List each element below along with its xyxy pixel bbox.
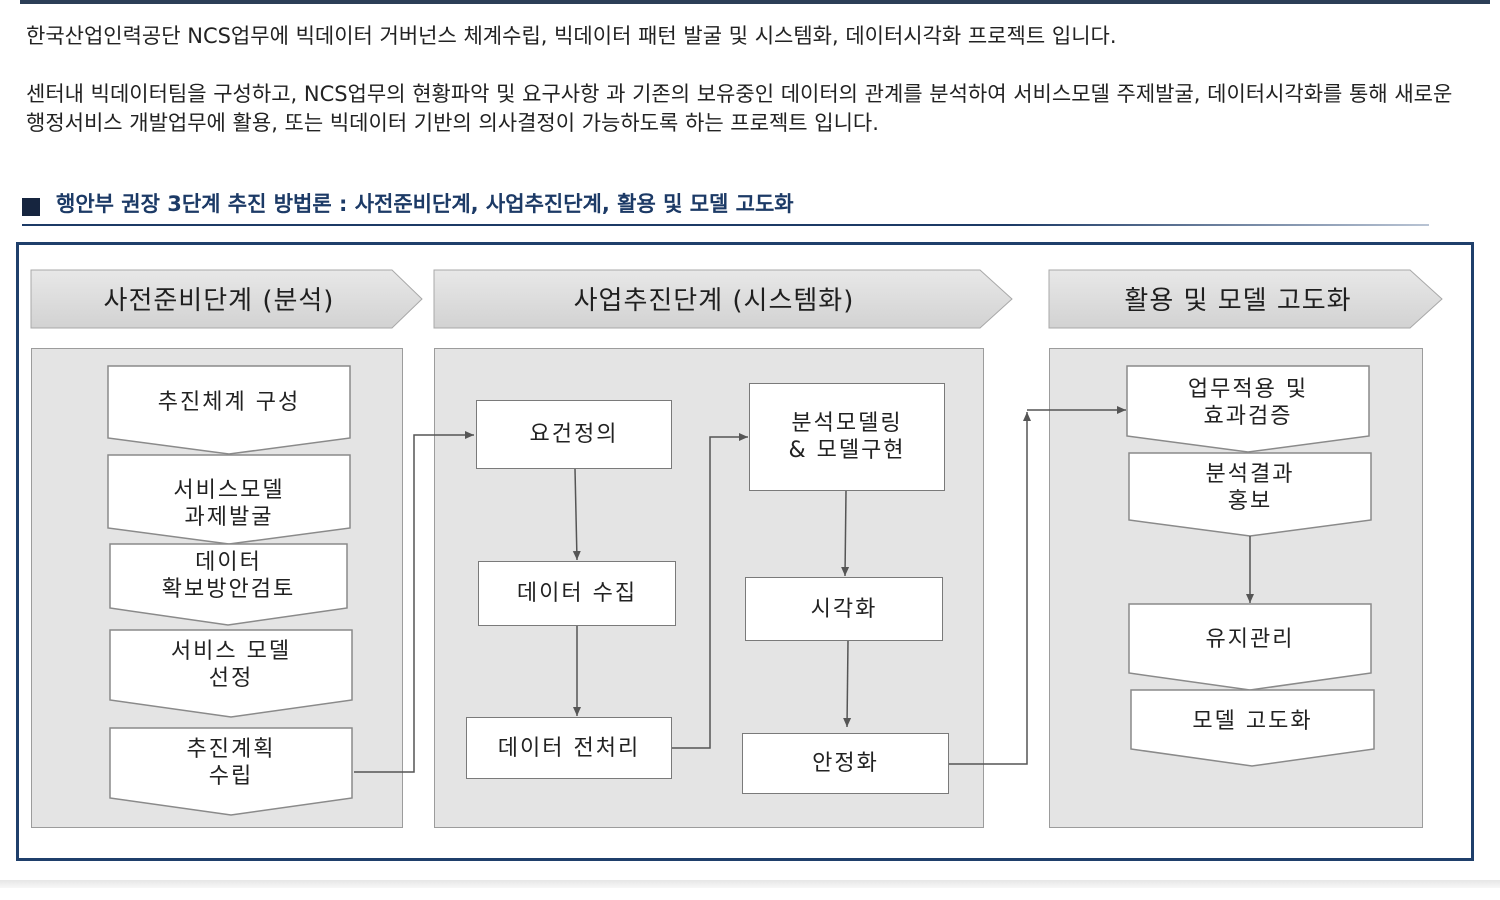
stage-prep-title: 사전준비단계 (분석) (104, 286, 335, 316)
bottom-shadow (0, 880, 1500, 888)
intro-paragraph-2: 센터내 빅데이터팀을 구성하고, NCS업무의 현황파악 및 요구사항 과 기존… (26, 82, 1453, 135)
prep-step-service-model-selection: 서비스 모델 선정 (170, 639, 292, 691)
util-step-model-advancement: 모델 고도화 (1192, 709, 1313, 734)
stage-headers: 사전준비단계 (분석) 사업추진단계 (시스템화) 활용 및 모델 고도화 (30, 269, 1443, 329)
util-step-shape (1128, 452, 1372, 537)
intro-paragraph-1: 한국산업인력공단 NCS업무에 빅데이터 거버넌스 체계수립, 빅데이터 패턴 … (26, 24, 1117, 48)
section-underline (22, 224, 1429, 226)
connector-modeling-to-visual (841, 490, 850, 577)
util-step-promote-results: 분석결과 홍보 (1205, 462, 1295, 514)
connector-stabilize-to-util (949, 412, 1031, 765)
exec-step-visualization: 시각화 (745, 577, 943, 641)
exec-step-data-preprocessing: 데이터 전처리 (466, 717, 672, 779)
prep-step-shape (109, 727, 353, 816)
prep-step-shape (107, 365, 351, 455)
prep-step-shape (109, 543, 348, 626)
stage-exec: 사업추진단계 (시스템화) (433, 269, 1013, 329)
util-step-shape (1126, 365, 1370, 453)
connector-preprocess-to-modeling (672, 433, 748, 749)
connector-req-to-collect (572, 468, 581, 561)
prep-step-data-acquisition-review: 데이터 확보방안검토 (161, 550, 296, 602)
prep-step-org-setup: 추진체계 구성 (157, 390, 301, 415)
diagram-frame (16, 242, 1474, 861)
stage-exec-title: 사업추진단계 (시스템화) (574, 286, 855, 316)
prep-step-service-model-discovery: 서비스모델 과제발굴 (173, 478, 285, 530)
connector-visual-to-stabilize (843, 640, 852, 728)
stage-prep: 사전준비단계 (분석) (30, 269, 423, 329)
util-step-maintenance: 유지관리 (1205, 627, 1295, 652)
exec-step-data-collection: 데이터 수집 (478, 561, 676, 626)
prep-step-shape (107, 454, 351, 545)
util-step-shape (1128, 603, 1372, 691)
stage-util: 활용 및 모델 고도화 (1048, 269, 1443, 329)
stage-util-title: 활용 및 모델 고도화 (1124, 286, 1351, 316)
exec-step-stabilization: 안정화 (742, 733, 949, 794)
prep-step-plan-establishment: 추진계획 수립 (186, 737, 276, 789)
section-heading: 행안부 권장 3단계 추진 방법론 : 사전준비단계, 사업추진단계, 활용 및… (56, 192, 794, 216)
util-step-shape (1130, 689, 1375, 767)
exec-step-requirements: 요건정의 (476, 400, 672, 469)
connector-prep-to-exec (354, 431, 474, 773)
util-step-apply-verify: 업무적용 및 효과검증 (1187, 377, 1309, 429)
prep-step-shape (109, 629, 353, 718)
section-bullet-square (22, 198, 40, 216)
exec-step-analysis-modeling: 분석모델링 & 모델구현 (749, 383, 945, 491)
top-rule (20, 0, 1490, 4)
